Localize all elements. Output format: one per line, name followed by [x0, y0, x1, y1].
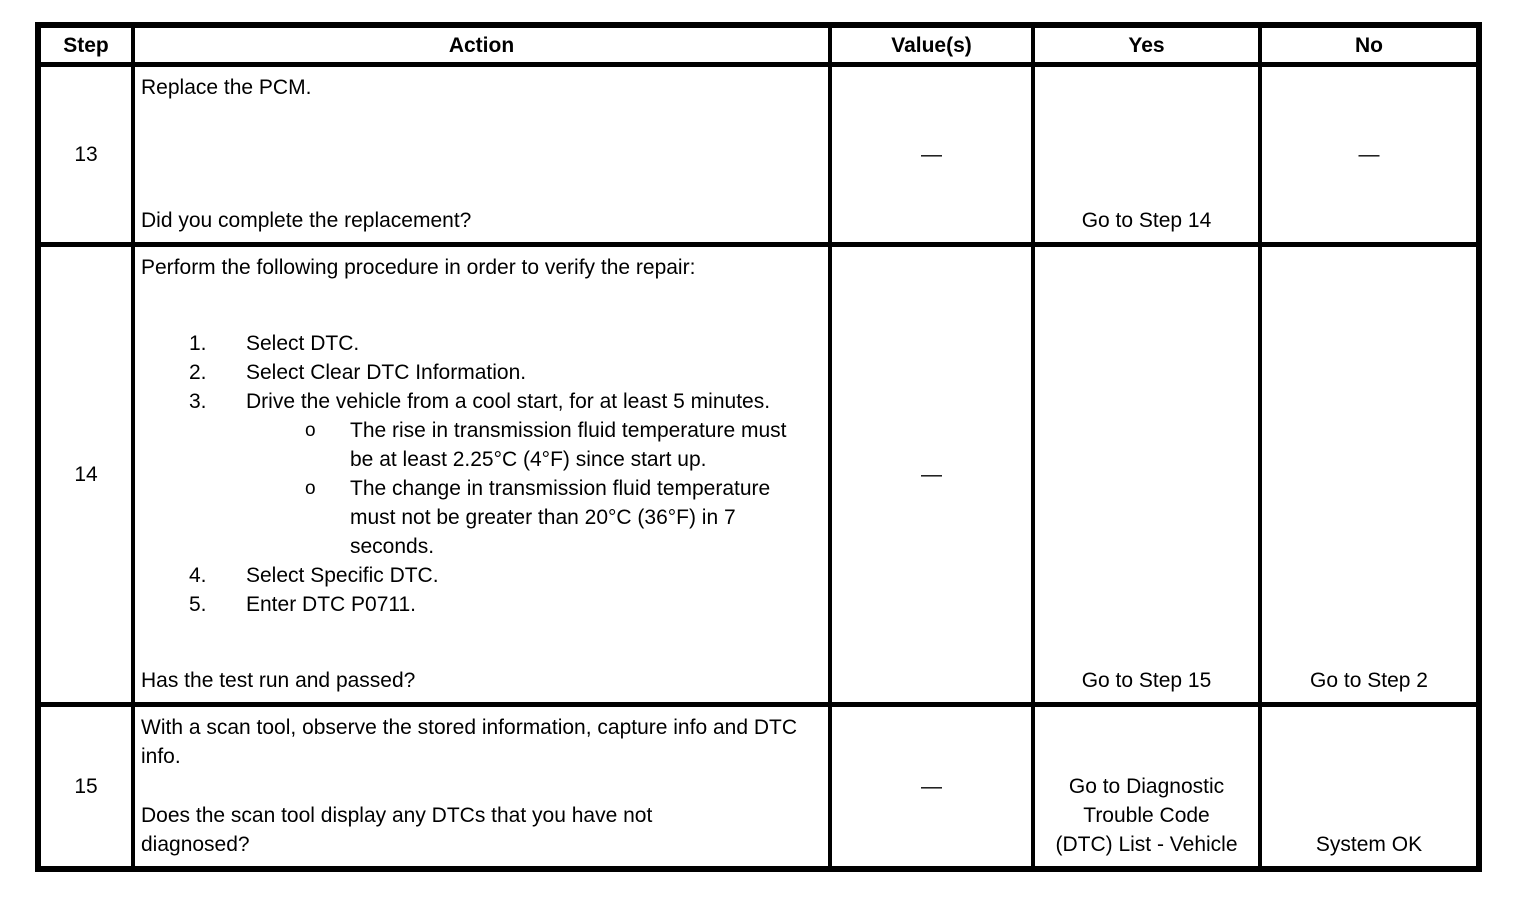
- value-cell: —: [832, 67, 1035, 247]
- action-cell: Replace the PCM. Did you complete the re…: [135, 67, 832, 247]
- header-cell-yes: Yes: [1035, 28, 1262, 67]
- sub-bullet-list: o The rise in transmission fluid tempera…: [305, 416, 818, 561]
- diagnostic-step-table: Step Action Value(s) Yes No 13 Replace t…: [35, 22, 1482, 872]
- procedure-list: 1. Select DTC. 2. Select Clear DTC Infor…: [189, 329, 818, 619]
- list-item-text: Select DTC.: [246, 332, 360, 355]
- header-cell-no: No: [1262, 28, 1476, 67]
- list-item: 3. Drive the vehicle from a cool start, …: [189, 387, 818, 561]
- action-cell: Perform the following procedure in order…: [135, 247, 832, 707]
- value-dash: —: [921, 775, 942, 798]
- action-intro: Replace the PCM.: [141, 76, 312, 99]
- no-text: System OK: [1315, 833, 1423, 856]
- header-cell-action: Action: [135, 28, 832, 67]
- step-number: 14: [41, 247, 135, 707]
- header-cell-values: Value(s): [832, 28, 1035, 67]
- no-text: Go to Step 2: [1310, 669, 1428, 692]
- sub-bullet-item: o The rise in transmission fluid tempera…: [305, 416, 818, 474]
- yes-cell: Go to Step 15: [1035, 247, 1262, 707]
- circle-bullet-icon: o: [305, 420, 316, 441]
- circle-bullet-icon: o: [305, 478, 316, 499]
- step-number: 15: [41, 707, 135, 866]
- list-item: 1. Select DTC.: [189, 329, 818, 358]
- list-number: 4.: [189, 564, 207, 587]
- yes-cell: Go to Diagnostic Trouble Code (DTC) List…: [1035, 707, 1262, 866]
- value-cell: —: [832, 707, 1035, 866]
- header-cell-step: Step: [41, 28, 135, 67]
- value-cell: —: [832, 247, 1035, 707]
- action-cell: With a scan tool, observe the stored inf…: [135, 707, 832, 866]
- list-item: 2. Select Clear DTC Information.: [189, 358, 818, 387]
- no-cell: Go to Step 2: [1262, 247, 1476, 707]
- yes-text: Go to Step 14: [1081, 209, 1212, 232]
- list-number: 5.: [189, 593, 207, 616]
- no-cell: System OK: [1262, 707, 1476, 866]
- action-question: Did you complete the replacement?: [141, 209, 472, 232]
- action-intro: Perform the following procedure in order…: [141, 256, 696, 279]
- action-intro: With a scan tool, observe the stored inf…: [141, 716, 797, 768]
- list-item: 4. Select Specific DTC.: [189, 561, 818, 590]
- value-dash: —: [921, 143, 942, 166]
- no-cell: —: [1262, 67, 1476, 247]
- list-item-text: Enter DTC P0711.: [246, 593, 417, 616]
- list-item-text-line: Drive the vehicle from a cool start, for…: [246, 390, 771, 413]
- action-question: Has the test run and passed?: [141, 669, 416, 692]
- list-number: 2.: [189, 361, 207, 384]
- list-item-text: Select Specific DTC.: [246, 564, 439, 587]
- yes-text: Go to Diagnostic Trouble Code (DTC) List…: [1055, 775, 1238, 856]
- no-dash: —: [1358, 143, 1380, 166]
- sub-bullet-text: The rise in transmission fluid temperatu…: [350, 419, 787, 471]
- sub-bullet-item: o The change in transmission fluid tempe…: [305, 474, 818, 561]
- action-question: Does the scan tool display any DTCs that…: [141, 804, 653, 856]
- list-item: 5. Enter DTC P0711.: [189, 590, 818, 619]
- step-number: 13: [41, 67, 135, 247]
- yes-text: Go to Step 15: [1081, 669, 1212, 692]
- list-item-text: Select Clear DTC Information.: [246, 361, 527, 384]
- list-item-text: Drive the vehicle from a cool start, for…: [246, 387, 818, 561]
- list-number: 1.: [189, 332, 207, 355]
- value-dash: —: [921, 463, 942, 486]
- yes-cell: Go to Step 14: [1035, 67, 1262, 247]
- list-number: 3.: [189, 390, 207, 413]
- sub-bullet-text: The change in transmission fluid tempera…: [350, 477, 771, 558]
